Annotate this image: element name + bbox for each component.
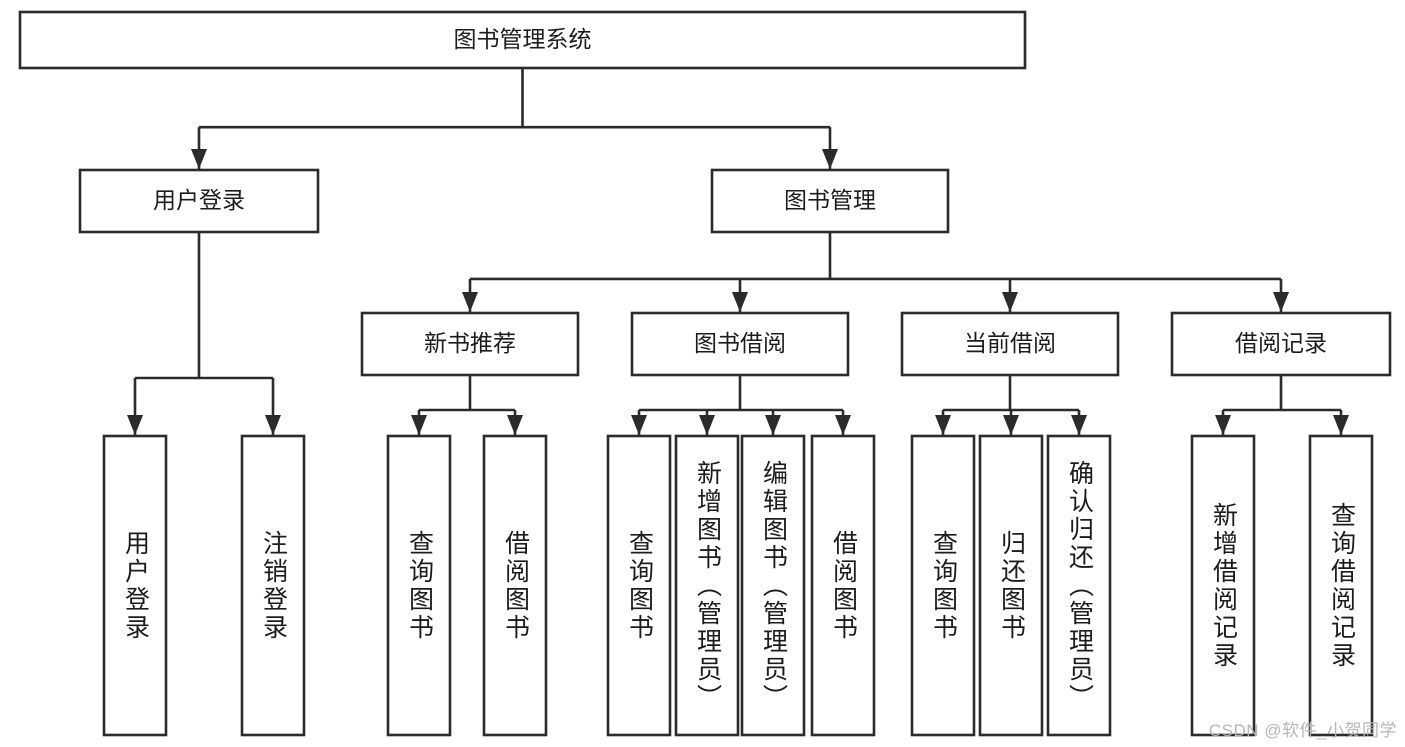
node-label-book-manage: 图书管理 [784, 187, 876, 213]
node-label-current-borrow: 当前借阅 [964, 330, 1056, 356]
arrow-head-book-borrow-3 [835, 415, 851, 435]
arrow-head-book-manage-1 [732, 292, 748, 312]
node-box-book-manage[interactable] [710, 168, 950, 234]
arrow-head-borrow-record-1 [1333, 415, 1349, 435]
arrow-head-book-borrow-0 [631, 415, 647, 435]
arrow-head-current-borrow-0 [935, 415, 951, 435]
node-box-leaf-borrow-book-bor[interactable] [810, 434, 876, 737]
node-box-root[interactable] [18, 10, 1027, 70]
node-box-leaf-return-book[interactable] [978, 434, 1044, 737]
node-box-current-borrow[interactable] [900, 311, 1120, 377]
arrow-head-root-0 [191, 149, 207, 169]
node-label-user-login: 用户登录 [153, 187, 245, 213]
node-box-leaf-confirm-return[interactable] [1046, 434, 1112, 737]
arrow-head-book-manage-2 [1002, 292, 1018, 312]
node-box-leaf-edit-book[interactable] [740, 434, 806, 737]
connector-layer [127, 68, 1349, 435]
arrow-head-borrow-record-0 [1215, 415, 1231, 435]
node-label-borrow-record: 借阅记录 [1235, 330, 1327, 356]
arrow-head-user-login-1 [265, 415, 281, 435]
node-label-root: 图书管理系统 [454, 26, 592, 52]
node-label-book-borrow: 图书借阅 [694, 330, 786, 356]
node-box-borrow-record[interactable] [1170, 311, 1392, 377]
watermark-text: CSDN @软件_小贺同学 [1208, 721, 1397, 740]
node-box-new-book-recommend[interactable] [360, 311, 580, 377]
arrow-head-book-borrow-2 [765, 415, 781, 435]
node-box-leaf-query-book-cur[interactable] [910, 434, 976, 737]
arrow-head-current-borrow-2 [1071, 415, 1087, 435]
node-box-leaf-user-login[interactable] [102, 434, 168, 737]
node-box-leaf-borrow-book-rec[interactable] [482, 434, 548, 737]
node-box-leaf-logout[interactable] [240, 434, 306, 737]
arrow-head-current-borrow-1 [1003, 415, 1019, 435]
node-box-leaf-query-record[interactable] [1308, 434, 1374, 737]
node-label-new-book-recommend: 新书推荐 [424, 330, 516, 356]
arrow-head-root-1 [822, 149, 838, 169]
arrow-head-book-manage-3 [1273, 292, 1289, 312]
node-box-leaf-query-book-rec[interactable] [386, 434, 452, 737]
arrow-head-user-login-0 [127, 415, 143, 435]
node-box-leaf-add-book[interactable] [674, 434, 740, 737]
node-box-leaf-add-record[interactable] [1190, 434, 1256, 737]
node-layer [18, 10, 1392, 737]
arrow-head-book-manage-0 [462, 292, 478, 312]
node-box-user-login[interactable] [78, 168, 320, 234]
node-box-book-borrow[interactable] [630, 311, 850, 377]
arrow-head-new-book-recommend-0 [411, 415, 427, 435]
node-box-leaf-query-book-bor[interactable] [606, 434, 672, 737]
arrow-head-new-book-recommend-1 [507, 415, 523, 435]
arrow-head-book-borrow-1 [699, 415, 715, 435]
